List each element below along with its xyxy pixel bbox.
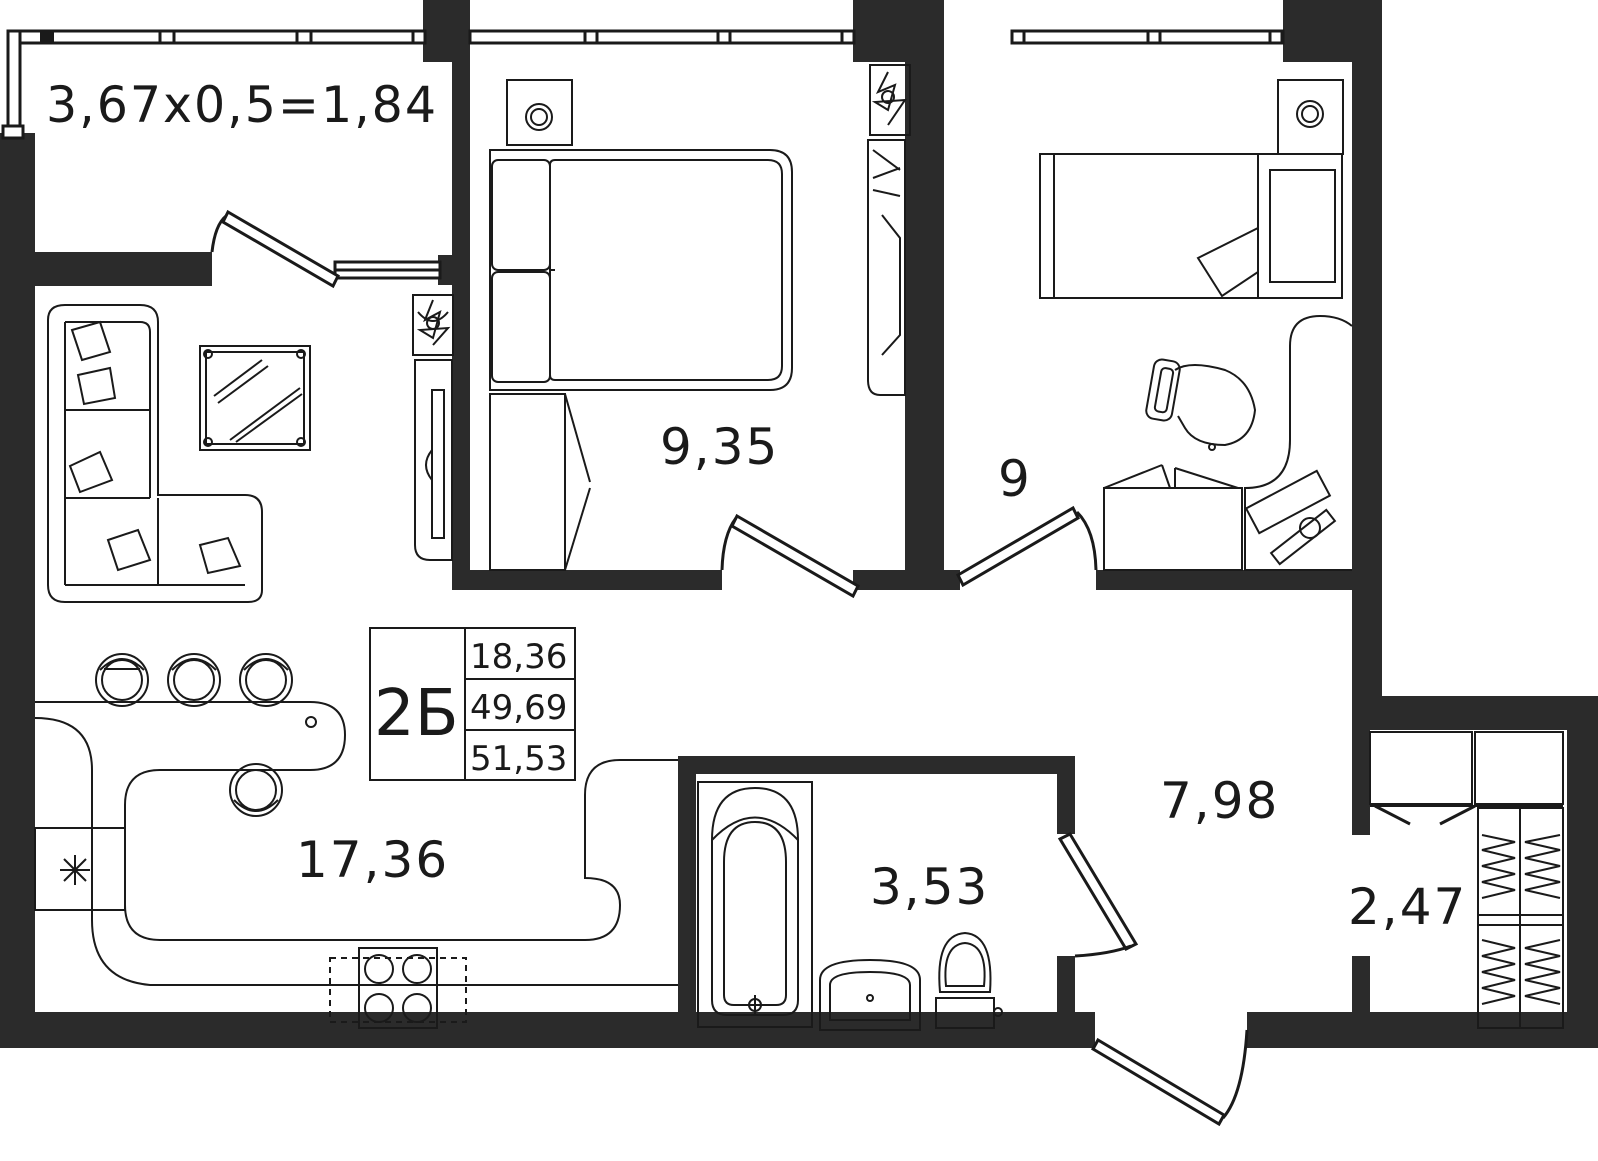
bar-stool-icon (229, 763, 283, 817)
wardrobe-icon (1103, 464, 1243, 571)
office-chair-icon (1145, 358, 1257, 451)
bedroom-1-area-label: 9,35 (660, 418, 779, 476)
washing-machine-icon (1477, 807, 1564, 1029)
storage-area-label: 2,47 (1348, 878, 1467, 936)
desk-icon (1244, 314, 1353, 571)
single-bed-icon (1039, 153, 1343, 299)
plant-icon (412, 294, 454, 356)
balcony-area-label: 3,67x0,5=1,84 (46, 76, 438, 134)
vent-icon (34, 827, 126, 911)
shelf-icon (867, 139, 906, 396)
cooktop-icon (329, 947, 467, 1029)
toilet-icon (935, 931, 1003, 1029)
bathroom-area-label: 3,53 (870, 858, 989, 916)
plant-icon (869, 64, 911, 136)
bedroom-2-area-label: 9 (998, 450, 1032, 508)
double-bed-icon (489, 149, 793, 391)
furniture (34, 64, 1564, 1031)
bar-stool-icon (167, 653, 221, 707)
living-area-value: 18,36 (470, 637, 567, 677)
nightstand-icon (1277, 79, 1344, 155)
nightstand-icon (506, 79, 573, 146)
coffee-table-icon (199, 345, 311, 451)
apartment-legend: 2Б 18,36 49,69 51,53 (369, 627, 576, 781)
area-labels: 3,67x0,5=1,84 9,35 9 17,36 7,98 3,53 2,4… (46, 76, 1467, 936)
living-kitchen-area-label: 17,36 (296, 831, 449, 889)
laptop-icon (1244, 469, 1337, 566)
hall-area-label: 7,98 (1160, 772, 1279, 830)
total-area-with-balcony-value: 51,53 (470, 739, 567, 779)
sink-icon (819, 958, 921, 1031)
apartment-type-code: 2Б (374, 677, 459, 751)
doors (210, 209, 1476, 1127)
bar-counter (34, 701, 678, 986)
sofa-icon (47, 304, 263, 603)
bathtub-icon (697, 781, 813, 1028)
windows (1, 29, 1285, 280)
bar-stool-icon (239, 653, 293, 707)
wardrobe-icon (489, 393, 591, 571)
tv-icon (414, 359, 453, 561)
total-area-value: 49,69 (470, 688, 567, 728)
wardrobe-icon (1369, 731, 1564, 807)
bar-stool-icon (95, 653, 149, 707)
